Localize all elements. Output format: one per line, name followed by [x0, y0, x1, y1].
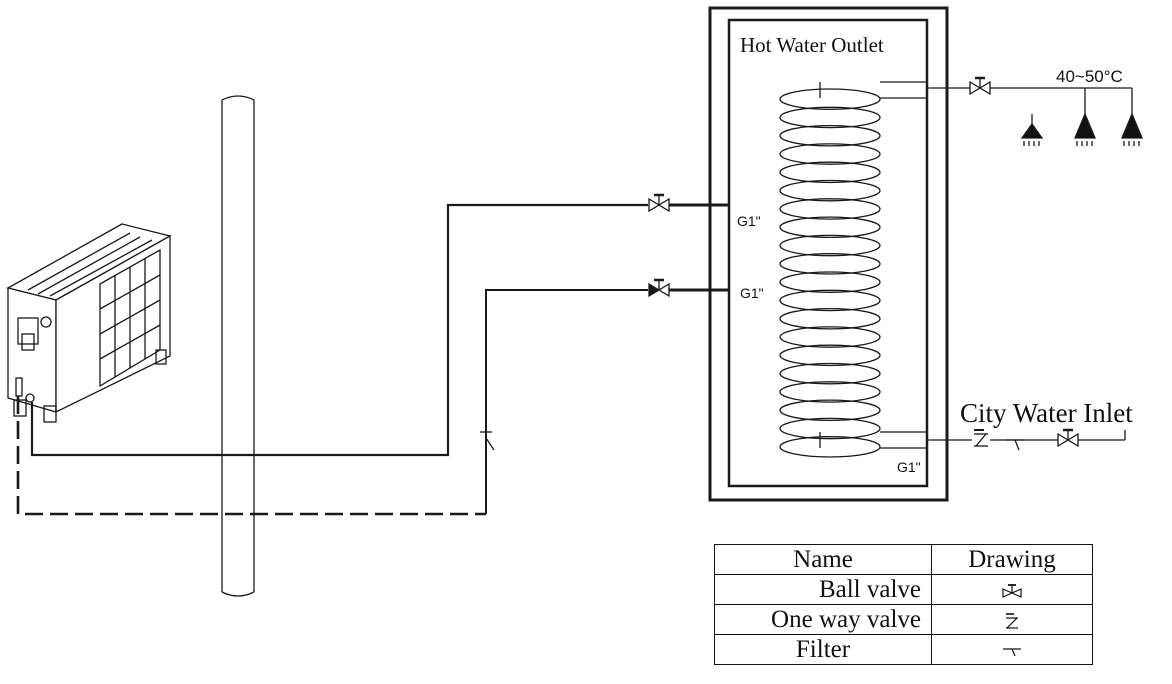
- coil-loop: [779, 106, 881, 129]
- coil-loop: [779, 326, 881, 348]
- legend-table: Name Drawing Ball valve One way valve Fi…: [714, 544, 1093, 665]
- coil-loop: [779, 289, 881, 312]
- ball-valve-icon: [648, 278, 670, 298]
- supply-pipe: [30, 203, 648, 457]
- one-way-valve-icon: [1006, 613, 1018, 629]
- legend-row-name: Filter: [714, 634, 932, 665]
- filter-icon: [1003, 648, 1021, 657]
- coil-loop: [779, 198, 881, 220]
- legend-header-drawing: Drawing: [931, 544, 1093, 575]
- water-tank-inner: [727, 18, 929, 488]
- coil-loop: [779, 143, 881, 165]
- coil-loop: [779, 124, 881, 147]
- ball-valve-icon: [1002, 584, 1022, 599]
- filter-icon: [480, 431, 495, 451]
- coil-loop: [779, 399, 881, 422]
- shower-head-icon: [1074, 112, 1096, 146]
- heat-pump-unit-icon: [6, 223, 172, 423]
- water-tank-outer: [708, 6, 949, 502]
- legend-row-drawing: [931, 574, 1093, 605]
- legend-row: Filter: [714, 634, 1093, 665]
- legend-row-drawing: [931, 634, 1093, 665]
- legend-row-name: One way valve: [714, 604, 932, 635]
- coil-loop: [779, 344, 881, 367]
- hot-water-outlet-pipe: [880, 81, 1133, 124]
- ball-valve-icon: [969, 76, 991, 96]
- return-pipe: [485, 289, 648, 514]
- fitting-bottom-label: G1": [897, 459, 921, 475]
- coil-loop: [779, 253, 881, 275]
- filter-icon: [1006, 439, 1024, 451]
- ball-valve-icon: [648, 193, 670, 213]
- coil-loop: [779, 362, 881, 385]
- return-pipe-dashed: [16, 396, 486, 516]
- legend-row-name: Ball valve: [714, 574, 932, 605]
- coil-loop: [779, 417, 881, 440]
- shower-head-icon: [1020, 122, 1044, 146]
- coil-loop: [779, 216, 881, 239]
- one-way-valve-icon: [974, 429, 988, 447]
- fitting-upper-label: G1": [737, 213, 761, 229]
- coil-loop: [779, 271, 881, 293]
- coil-loop: [779, 88, 881, 110]
- wall: [221, 95, 255, 597]
- hot-water-outlet-label: Hot Water Outlet: [740, 33, 884, 57]
- shower-head-icon: [1121, 112, 1143, 146]
- city-water-inlet-pipe: [880, 430, 1126, 449]
- coil-loop: [779, 161, 881, 184]
- coil-loop: [779, 381, 881, 403]
- city-water-inlet-label: City Water Inlet: [960, 398, 1133, 428]
- fitting-lower-label: G1": [740, 285, 764, 301]
- heat-exchanger-coil: [779, 82, 881, 458]
- legend-row-drawing: [931, 604, 1093, 635]
- coil-loop: [779, 436, 881, 458]
- coil-loop: [779, 307, 881, 330]
- legend-row: Ball valve: [714, 574, 1093, 605]
- coil-loop: [779, 179, 881, 202]
- legend-header-row: Name Drawing: [714, 544, 1093, 575]
- ball-valve-icon: [1057, 428, 1079, 448]
- temperature-label: 40~50°C: [1056, 67, 1123, 86]
- coil-loop: [779, 234, 881, 257]
- legend-row: One way valve: [714, 604, 1093, 635]
- legend-header-name: Name: [714, 544, 932, 575]
